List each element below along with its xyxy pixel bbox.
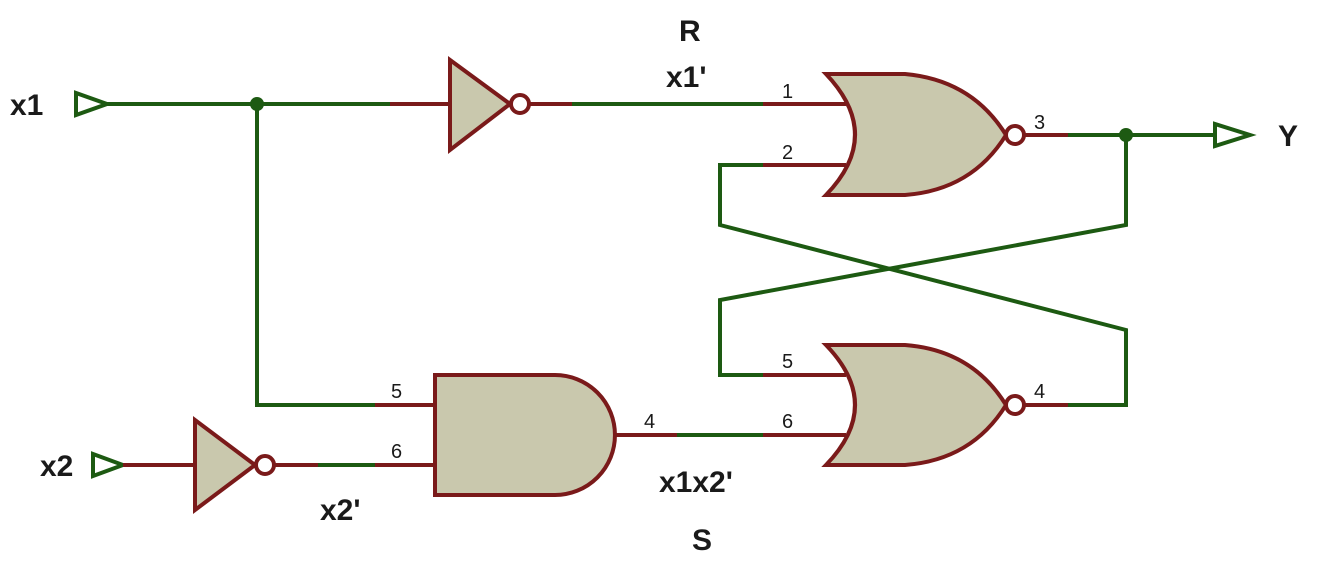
nor-top-body [821, 72, 1009, 197]
pin-label-top-2: 2 [782, 142, 793, 164]
nor-bot-bubble [1004, 394, 1026, 416]
pin-label-bot-5: 5 [782, 351, 793, 373]
nor-top-bubble [1004, 124, 1026, 146]
output-terminal-y[interactable] [1213, 121, 1257, 149]
signal-label-x1x2-not: x1x2' [659, 466, 733, 499]
port-label-y: Y [1278, 120, 1298, 153]
wire-x1-branch [255, 102, 377, 407]
inverter-x1[interactable] [390, 56, 572, 155]
nor-gate-bottom[interactable] [763, 343, 1068, 467]
pin-label-top-1: 1 [782, 81, 793, 103]
input-terminal-x1[interactable] [74, 90, 113, 118]
pin-label-and-5: 5 [391, 381, 402, 403]
pin-label-bot-6: 6 [782, 411, 793, 433]
signal-label-s: S [692, 524, 712, 557]
signal-label-x1-not: x1' [666, 61, 707, 94]
pin-label-and-4: 4 [644, 411, 655, 433]
inverter-x1-bubble [509, 93, 531, 115]
inverter-x1-body [448, 56, 514, 155]
signal-label-r: R [679, 15, 701, 48]
wire-feedback-top [718, 133, 1128, 377]
signal-label-x2-not: x2' [320, 494, 361, 527]
and-gate-body [433, 373, 617, 497]
pin-label-and-6: 6 [391, 441, 402, 463]
and-gate[interactable] [375, 373, 677, 497]
input-terminal-x2[interactable] [91, 451, 129, 479]
inverter-x2[interactable] [123, 416, 318, 514]
port-label-x2: x2 [40, 450, 73, 483]
pin-label-bot-4: 4 [1034, 381, 1045, 403]
junction-y [1119, 128, 1133, 142]
wire-feedback-bottom [718, 163, 1128, 407]
inverter-x2-bubble [254, 454, 276, 476]
nor-gate-top[interactable] [763, 72, 1068, 197]
inverter-x2-body [193, 416, 259, 514]
port-label-x1: x1 [10, 89, 43, 122]
pin-label-top-3: 3 [1034, 112, 1045, 134]
nor-bot-body [821, 343, 1009, 467]
junction-x1 [250, 97, 264, 111]
